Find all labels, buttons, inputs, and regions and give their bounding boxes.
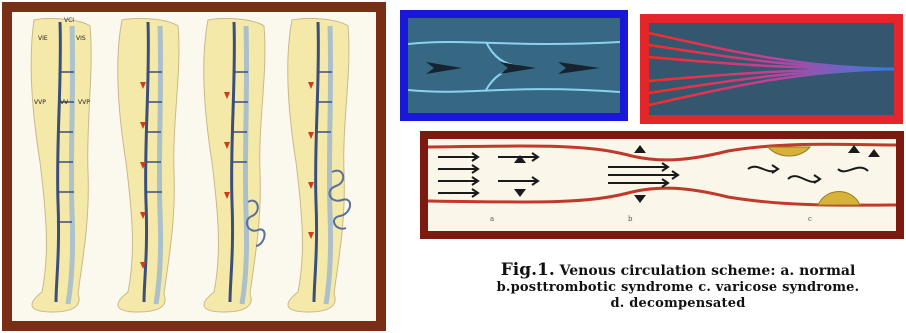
vein-valve-diagram bbox=[400, 10, 628, 121]
leg-label: VIE bbox=[38, 35, 48, 42]
caption-line-1-text: Venous circulation scheme: a. normal bbox=[555, 263, 855, 279]
figure-caption: Fig.1. Venous circulation scheme: a. nor… bbox=[452, 262, 904, 312]
segment-label: b bbox=[628, 215, 633, 223]
leg-label: VV bbox=[60, 99, 69, 106]
leg-label: VVP bbox=[34, 99, 46, 106]
flow-pattern-drawing: a b c bbox=[428, 139, 896, 231]
valve-drawing bbox=[408, 18, 620, 113]
flow-pattern-diagram: a b c bbox=[420, 131, 904, 239]
caption-line-2: b.posttrombotic syndrome c. varicose syn… bbox=[452, 280, 904, 296]
vessel-bundle-diagram bbox=[640, 14, 903, 124]
leg-label: VVP bbox=[78, 99, 90, 106]
segment-label: a bbox=[490, 215, 494, 223]
leg-label: VCI bbox=[64, 17, 74, 24]
leg-label: VIS bbox=[76, 35, 86, 42]
caption-line-3: d. decompensated bbox=[452, 296, 904, 312]
leg-veins-illustration: VCI VIE VIS VVP VV VVP bbox=[2, 2, 386, 331]
figure-number: Fig.1. bbox=[501, 260, 555, 280]
leg-veins-drawing: VCI VIE VIS VVP VV VVP bbox=[12, 12, 376, 321]
caption-line-1: Fig.1. Venous circulation scheme: a. nor… bbox=[452, 262, 904, 280]
segment-label: c bbox=[808, 215, 812, 223]
vessel-bundle-drawing bbox=[649, 23, 894, 115]
